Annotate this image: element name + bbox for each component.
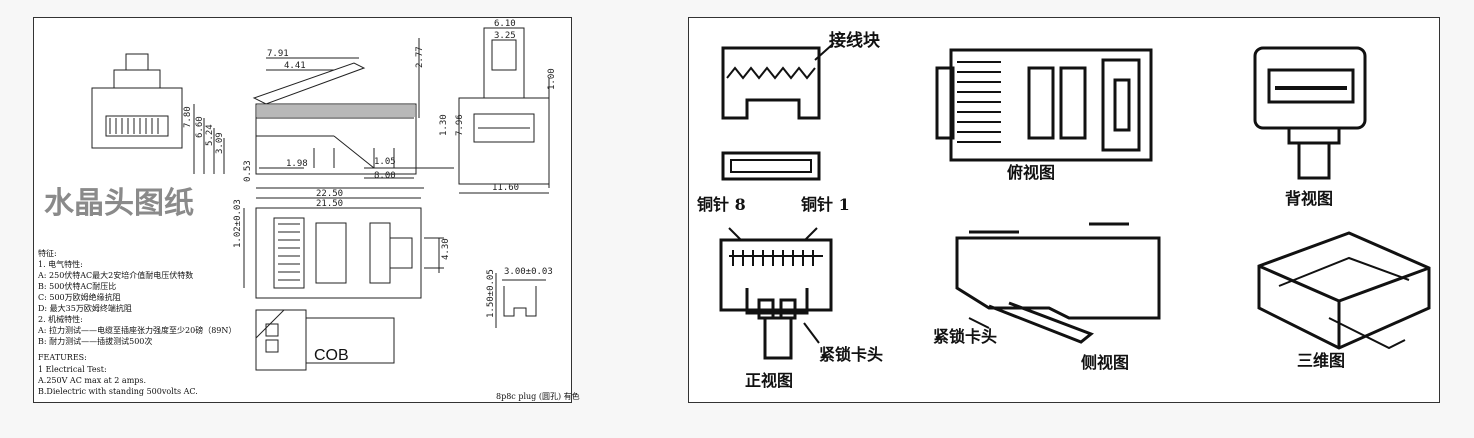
feature-line: B.Dielectric with standing 500volts AC. (38, 387, 198, 396)
spec-line: B: 500伏特AC耐压比 (38, 281, 116, 291)
spec-line: D: 最大35万欧姆终端抗阻 (38, 303, 132, 313)
engineering-drawing-panel: 7.91 4.41 2.77 6.10 3.25 7.80 6.60 5.24 … (33, 17, 580, 403)
dim-label: 1.00 (547, 68, 557, 90)
spec-line: 特征: (38, 248, 57, 258)
front-view-contacts (105, 115, 169, 137)
side-view-latch (252, 62, 366, 105)
front-view-body (719, 238, 833, 312)
dim-label: 21.50 (316, 199, 343, 209)
end-view-latch (483, 27, 525, 99)
component-diagram: 接线块 俯视图 背视图 铜针 8 铜针 1 紧锁卡头 正视图 紧锁卡头 侧视图 … (697, 30, 1431, 390)
dim-label: 1.30 (439, 114, 449, 136)
dim-label: 3.00±0.03 (504, 267, 553, 277)
label-3d-view: 三维图 (1297, 351, 1345, 370)
dim-label: 3.09 (215, 132, 225, 154)
cob-body (255, 309, 307, 371)
dim-label: 1.02±0.03 (233, 199, 243, 248)
spec-line: A: 拉力测试——电缆至插座张力强度至少20磅（89N） (37, 325, 236, 335)
label-top-view: 俯视图 (1007, 163, 1055, 182)
dim-label: 1.98 (286, 159, 308, 169)
spec-line: 2. 机械特性: (38, 314, 83, 324)
feature-line: 1 Electrical Test: (38, 365, 107, 374)
label-latch-side: 紧锁卡头 (933, 327, 997, 346)
footnote: 8p8c plug (圆孔) 有色 (496, 391, 580, 401)
label-front-view: 正视图 (745, 371, 793, 390)
side-view-body (255, 103, 417, 175)
label-terminal-block: 接线块 (829, 30, 881, 51)
top-view-body (949, 48, 1153, 162)
dim-label: 2.77 (415, 46, 425, 68)
spec-line: C: 500万欧姆绝缘抗阻 (38, 292, 121, 302)
spec-line: A: 250伏特AC最大2安培介值耐电压伏特数 (37, 270, 193, 280)
label-latch-front: 紧锁卡头 (819, 345, 883, 364)
3d-view-body (1257, 231, 1431, 350)
dim-label: 4.30 (441, 238, 451, 260)
back-view-body (1253, 46, 1367, 130)
dim-label: 22.50 (316, 189, 343, 199)
spec-list: 特征: 1. 电气特性: A: 250伏特AC最大2安培介值耐电压伏特数 B: … (37, 248, 236, 396)
cob-label: COB (314, 347, 349, 364)
dim-label: 6.10 (494, 19, 516, 29)
front-view-latch-top (125, 53, 149, 71)
end-view-body (458, 97, 550, 185)
dim-label: 3.25 (494, 31, 516, 41)
dim-label: 7.96 (455, 114, 465, 136)
spec-line: B: 耐力测试——插拔测试500次 (38, 336, 152, 346)
dim-label: 6.60 (195, 116, 205, 138)
component-diagram-panel: 接线块 俯视图 背视图 铜针 8 铜针 1 紧锁卡头 正视图 紧锁卡头 侧视图 … (688, 17, 1440, 403)
terminal-block-shape (721, 46, 821, 120)
dim-label: 5.24 (205, 124, 215, 146)
side-view-hatch (257, 105, 415, 117)
side-view-body (955, 236, 1161, 320)
label-pin-8: 铜针 8 (697, 195, 746, 214)
front-view-latch (113, 69, 161, 89)
dim-label: 8.00 (374, 171, 396, 181)
dim-label: 7.80 (183, 106, 193, 128)
feature-line: A.250V AC max at 2 amps. (37, 376, 146, 385)
dim-label: 1.50±0.05 (486, 269, 496, 318)
spec-line: 1. 电气特性: (38, 259, 83, 269)
drawing-title: 水晶头图纸 (44, 187, 194, 220)
label-back-view: 背视图 (1285, 189, 1333, 208)
terminal-block-teeth (726, 66, 816, 80)
dim-label: 7.91 (267, 49, 289, 59)
label-pin-1: 铜针 1 (801, 195, 850, 214)
terminal-strip (721, 151, 821, 181)
label-side-view: 侧视图 (1081, 353, 1129, 372)
dim-label: 0.53 (243, 160, 253, 182)
features-heading: FEATURES: (38, 353, 87, 362)
side-view-latch (988, 301, 1094, 344)
dim-label: 11.60 (492, 183, 519, 193)
dim-label: 4.41 (284, 61, 306, 71)
dim-label: 1.05 (374, 157, 396, 167)
engineering-drawing: 7.91 4.41 2.77 6.10 3.25 7.80 6.60 5.24 … (37, 19, 580, 401)
plan-view-body (255, 207, 422, 299)
